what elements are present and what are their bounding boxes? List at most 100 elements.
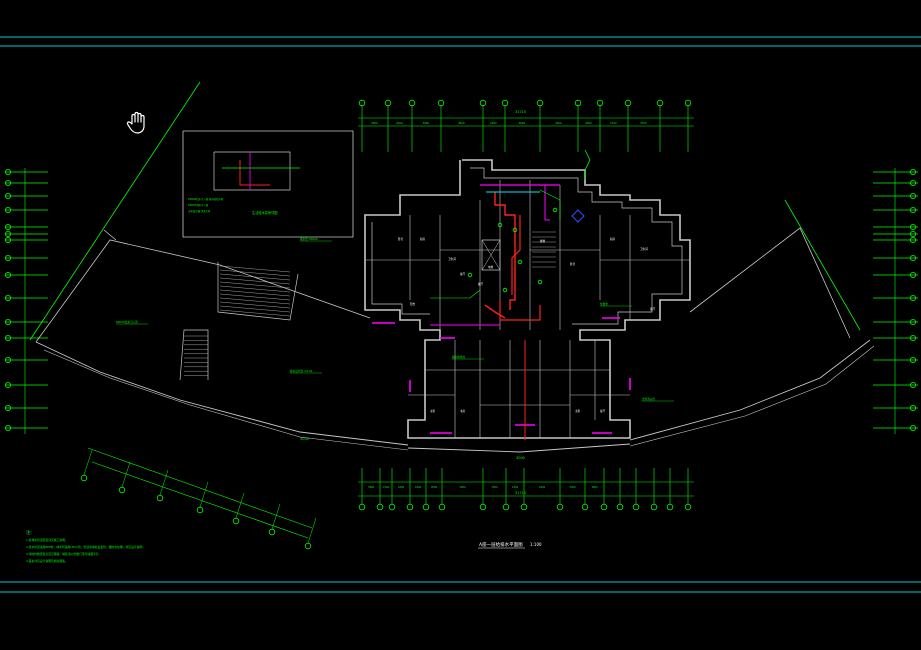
ramp-line [219, 269, 291, 277]
right-axis-bubble [910, 236, 917, 243]
fire-pipe-green [430, 289, 481, 299]
pipe-riser [552, 207, 558, 213]
bottom-dim-text: 3900 [368, 486, 375, 489]
diag-axis-bubble [232, 517, 240, 525]
diag-dim-tick [121, 461, 131, 488]
plan-title: A座一层给排水平面图 [479, 541, 523, 548]
bottom-dim-text: 1500 [492, 486, 499, 489]
top-axis-bubble [656, 99, 664, 107]
callout-label: 雨水管 DN100 [300, 237, 318, 241]
ramp-line [219, 301, 291, 309]
left-axis-bubble [5, 230, 11, 237]
right-axis-bubble [910, 334, 917, 341]
site-diagonal-right [784, 199, 861, 331]
diag-axis-bubble [196, 506, 204, 514]
bottom-dim-text: 3600 [592, 486, 599, 489]
site-arc-outer-right [629, 339, 871, 441]
top-axis-bubble [574, 99, 582, 107]
left-axis-bubble [5, 404, 11, 411]
top-axis-bubble [501, 99, 509, 107]
roof-drain-green [584, 149, 591, 180]
left-axis-bubble [5, 254, 11, 261]
left-axis-bubble [5, 271, 11, 278]
drawing-notes: 注: 1.给排水管道安装详见施工说明。 2.给水管道采用PPR管，排水管采用UP… [26, 529, 145, 563]
room-label: 厨房 [610, 237, 616, 241]
building-outer-wall [364, 159, 691, 439]
pipe-riser [497, 222, 503, 228]
room-labels: 卧室厨房卫生间客厅餐厅阳台电梯楼梯卧室厨房卫生间客厅主卧书房主卧客厅DN100给… [116, 237, 674, 413]
left-axis-bubble [5, 381, 11, 388]
right-axis-bubble [910, 230, 917, 237]
top-axis-bubble [384, 99, 392, 107]
detail-note: 水泵接合器 详见大样 [188, 209, 211, 213]
bottom-axis-bubble [388, 503, 396, 511]
bottom-axis-bubble [581, 503, 589, 511]
room-label: 厨房 [420, 237, 426, 241]
right-axis-bubble [910, 168, 917, 175]
bottom-axis-bubble [556, 503, 564, 511]
site-arc-inner-left [43, 349, 409, 451]
ramp-line [219, 297, 291, 305]
ramp-line [219, 309, 291, 317]
top-dim-text: 2700 [610, 121, 617, 125]
valve-blue [571, 209, 585, 223]
top-dim-text: 4500 [585, 121, 592, 125]
top-axis-bubble [684, 99, 692, 107]
right-axis-bubble [910, 206, 917, 213]
bottom-axis-bubble [422, 503, 430, 511]
building-inner-wall-1 [470, 167, 683, 325]
bottom-dim-text: 1600 [398, 486, 405, 489]
ramp-line [219, 277, 291, 285]
room-label: 客厅 [460, 272, 466, 276]
detail-room [213, 151, 291, 191]
diag-dim-tick [83, 449, 93, 476]
top-dim-text: 3600 [519, 121, 526, 125]
bottom-axis-bubble [358, 503, 366, 511]
bottom-dim-text: 2400 [460, 486, 467, 489]
bottom-axis-bubble [684, 503, 692, 511]
room-label: 卧室 [398, 237, 404, 241]
notes-line-4: 4.其余详见设计说明及相关图集。 [26, 559, 68, 563]
right-axis-bubble [910, 294, 917, 301]
site-outline [29, 81, 875, 453]
top-axis-bubble [358, 99, 366, 107]
stair-block-left [179, 329, 209, 381]
top-dim-text: 2400 [490, 121, 497, 125]
right-axis-bubble [910, 223, 917, 230]
site-arc-outer-left [35, 341, 409, 446]
room-label: 电梯 [488, 265, 494, 269]
plan-title-block: A座一层给排水平面图 1:100 [478, 541, 542, 549]
right-axis-bubble [910, 356, 917, 363]
ramp-block [217, 262, 299, 321]
notes-line-3: 3.消防栓箱安装高度见图集，暗装消火栓箱门须与墙面平齐。 [26, 552, 101, 556]
bottom-axis-bubble [376, 503, 384, 511]
ramp-line [219, 281, 291, 289]
detail-note: DN150消防引入管 [188, 203, 209, 207]
hand-pan-icon [126, 111, 145, 134]
right-axis-bubble [910, 404, 917, 411]
left-axis-bubble [5, 294, 11, 301]
arc-label-right: 3000 [516, 456, 525, 460]
water-diagonal-red [484, 304, 506, 319]
top-axis-bubble [536, 99, 544, 107]
bottom-axis-bubble [666, 503, 674, 511]
top-dim-text: 3700 [640, 121, 647, 125]
diag-dim-tick [271, 503, 281, 530]
left-axis-bubble [5, 223, 11, 230]
ramp-line [219, 273, 291, 281]
water-riser-red [511, 215, 521, 295]
callout-label: 排水检查井 [452, 355, 465, 359]
bottom-dim-text: 1600 [539, 486, 546, 489]
bottom-axis-bubble [616, 503, 624, 511]
left-axis-bubble [5, 424, 11, 431]
room-label: 卧室 [570, 262, 576, 266]
bottom-axis-bubble [632, 503, 640, 511]
bottom-axis-bubble [479, 503, 487, 511]
top-total-dimension: 31710 [515, 110, 526, 114]
callout-label: DN100给水引入管 [116, 320, 138, 324]
elevator-cross-2 [481, 239, 501, 271]
